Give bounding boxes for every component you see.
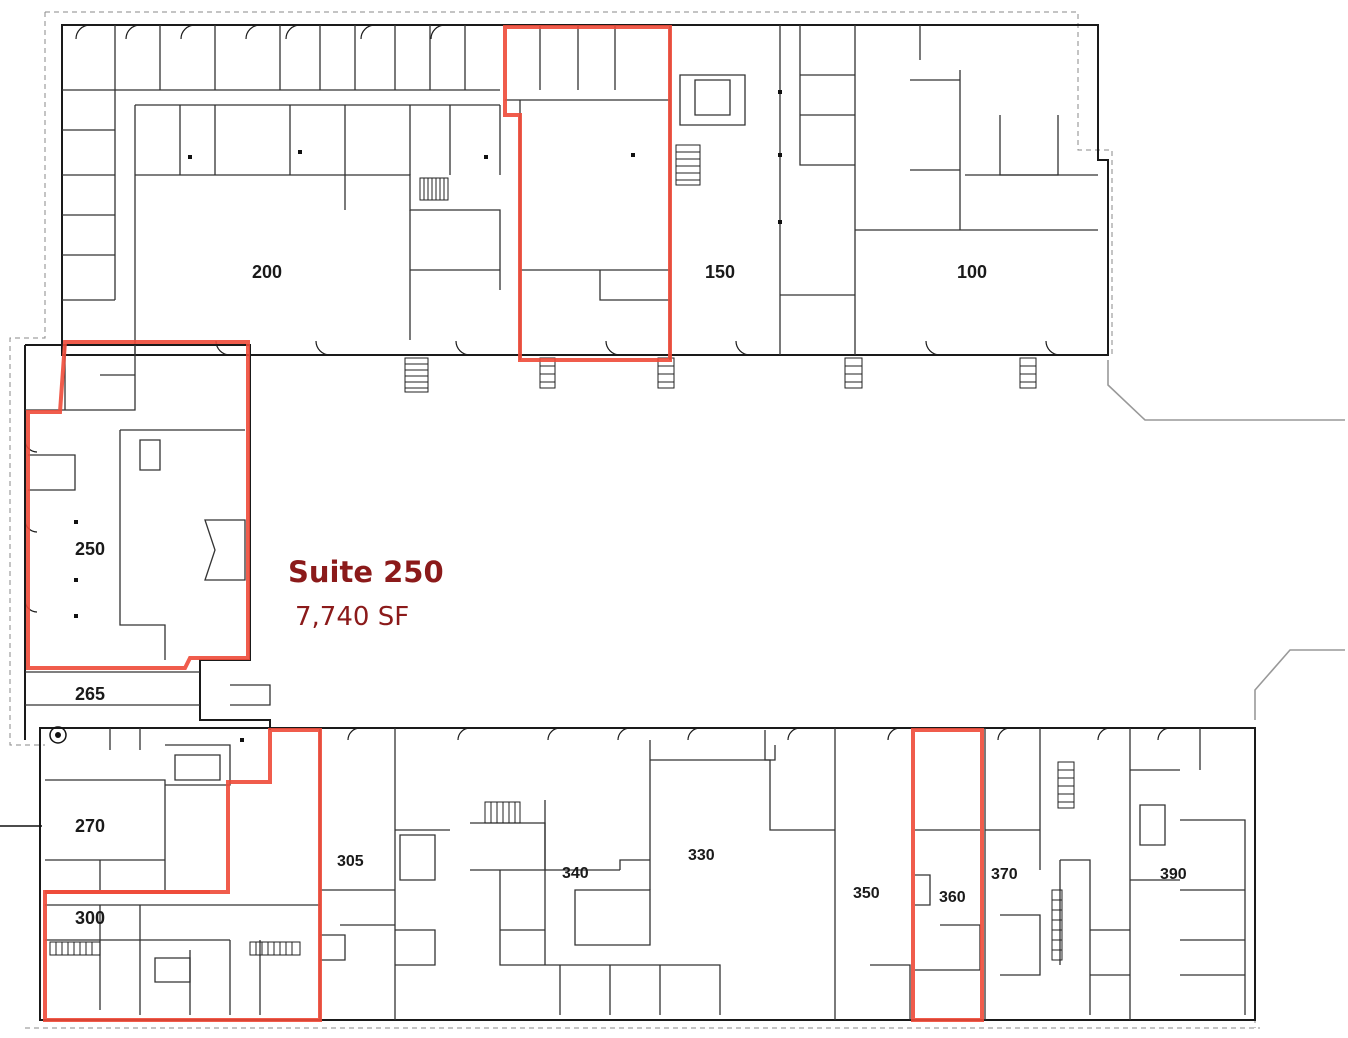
site-curb-south [1254, 649, 1345, 720]
suite-label-360: 360 [939, 889, 966, 906]
highlighted-suites [26, 25, 984, 1022]
suite-label-390: 390 [1160, 866, 1187, 883]
suite-label-250: 250 [75, 539, 105, 559]
site-boundary [9, 11, 1260, 1029]
suite-label-300: 300 [75, 908, 105, 928]
suite-label-340: 340 [562, 865, 589, 882]
highlight-suite-360 [911, 728, 984, 1022]
suite-label-370: 370 [991, 866, 1018, 883]
structural-columns [49, 90, 782, 744]
suite-label-350: 350 [853, 885, 880, 902]
callout-title: Suite 250 [288, 555, 444, 589]
north-building-walls [61, 24, 1109, 360]
suite-label-150: 150 [705, 262, 735, 282]
highlight-suite-150 [503, 25, 672, 362]
suite-label-305: 305 [337, 853, 364, 870]
suite-label-330: 330 [688, 847, 715, 864]
callout-area: 7,740 SF [295, 602, 409, 632]
highlight-suite-250 [26, 340, 250, 670]
site-curb-north [1107, 360, 1345, 421]
highlight-suite-270 [43, 728, 322, 1022]
suite-label-100: 100 [957, 262, 987, 282]
door-swings [24, 24, 1171, 741]
south-building-walls [39, 727, 1256, 1021]
suite-label-270: 270 [75, 816, 105, 836]
suite-callout: Suite 250 7,740 SF [288, 555, 444, 632]
suite-label-200: 200 [252, 262, 282, 282]
north-exits [404, 144, 1037, 393]
suite-labels: 200 150 100 250 265 270 300 305 340 330 … [75, 262, 1187, 928]
suite-label-265: 265 [75, 684, 105, 704]
